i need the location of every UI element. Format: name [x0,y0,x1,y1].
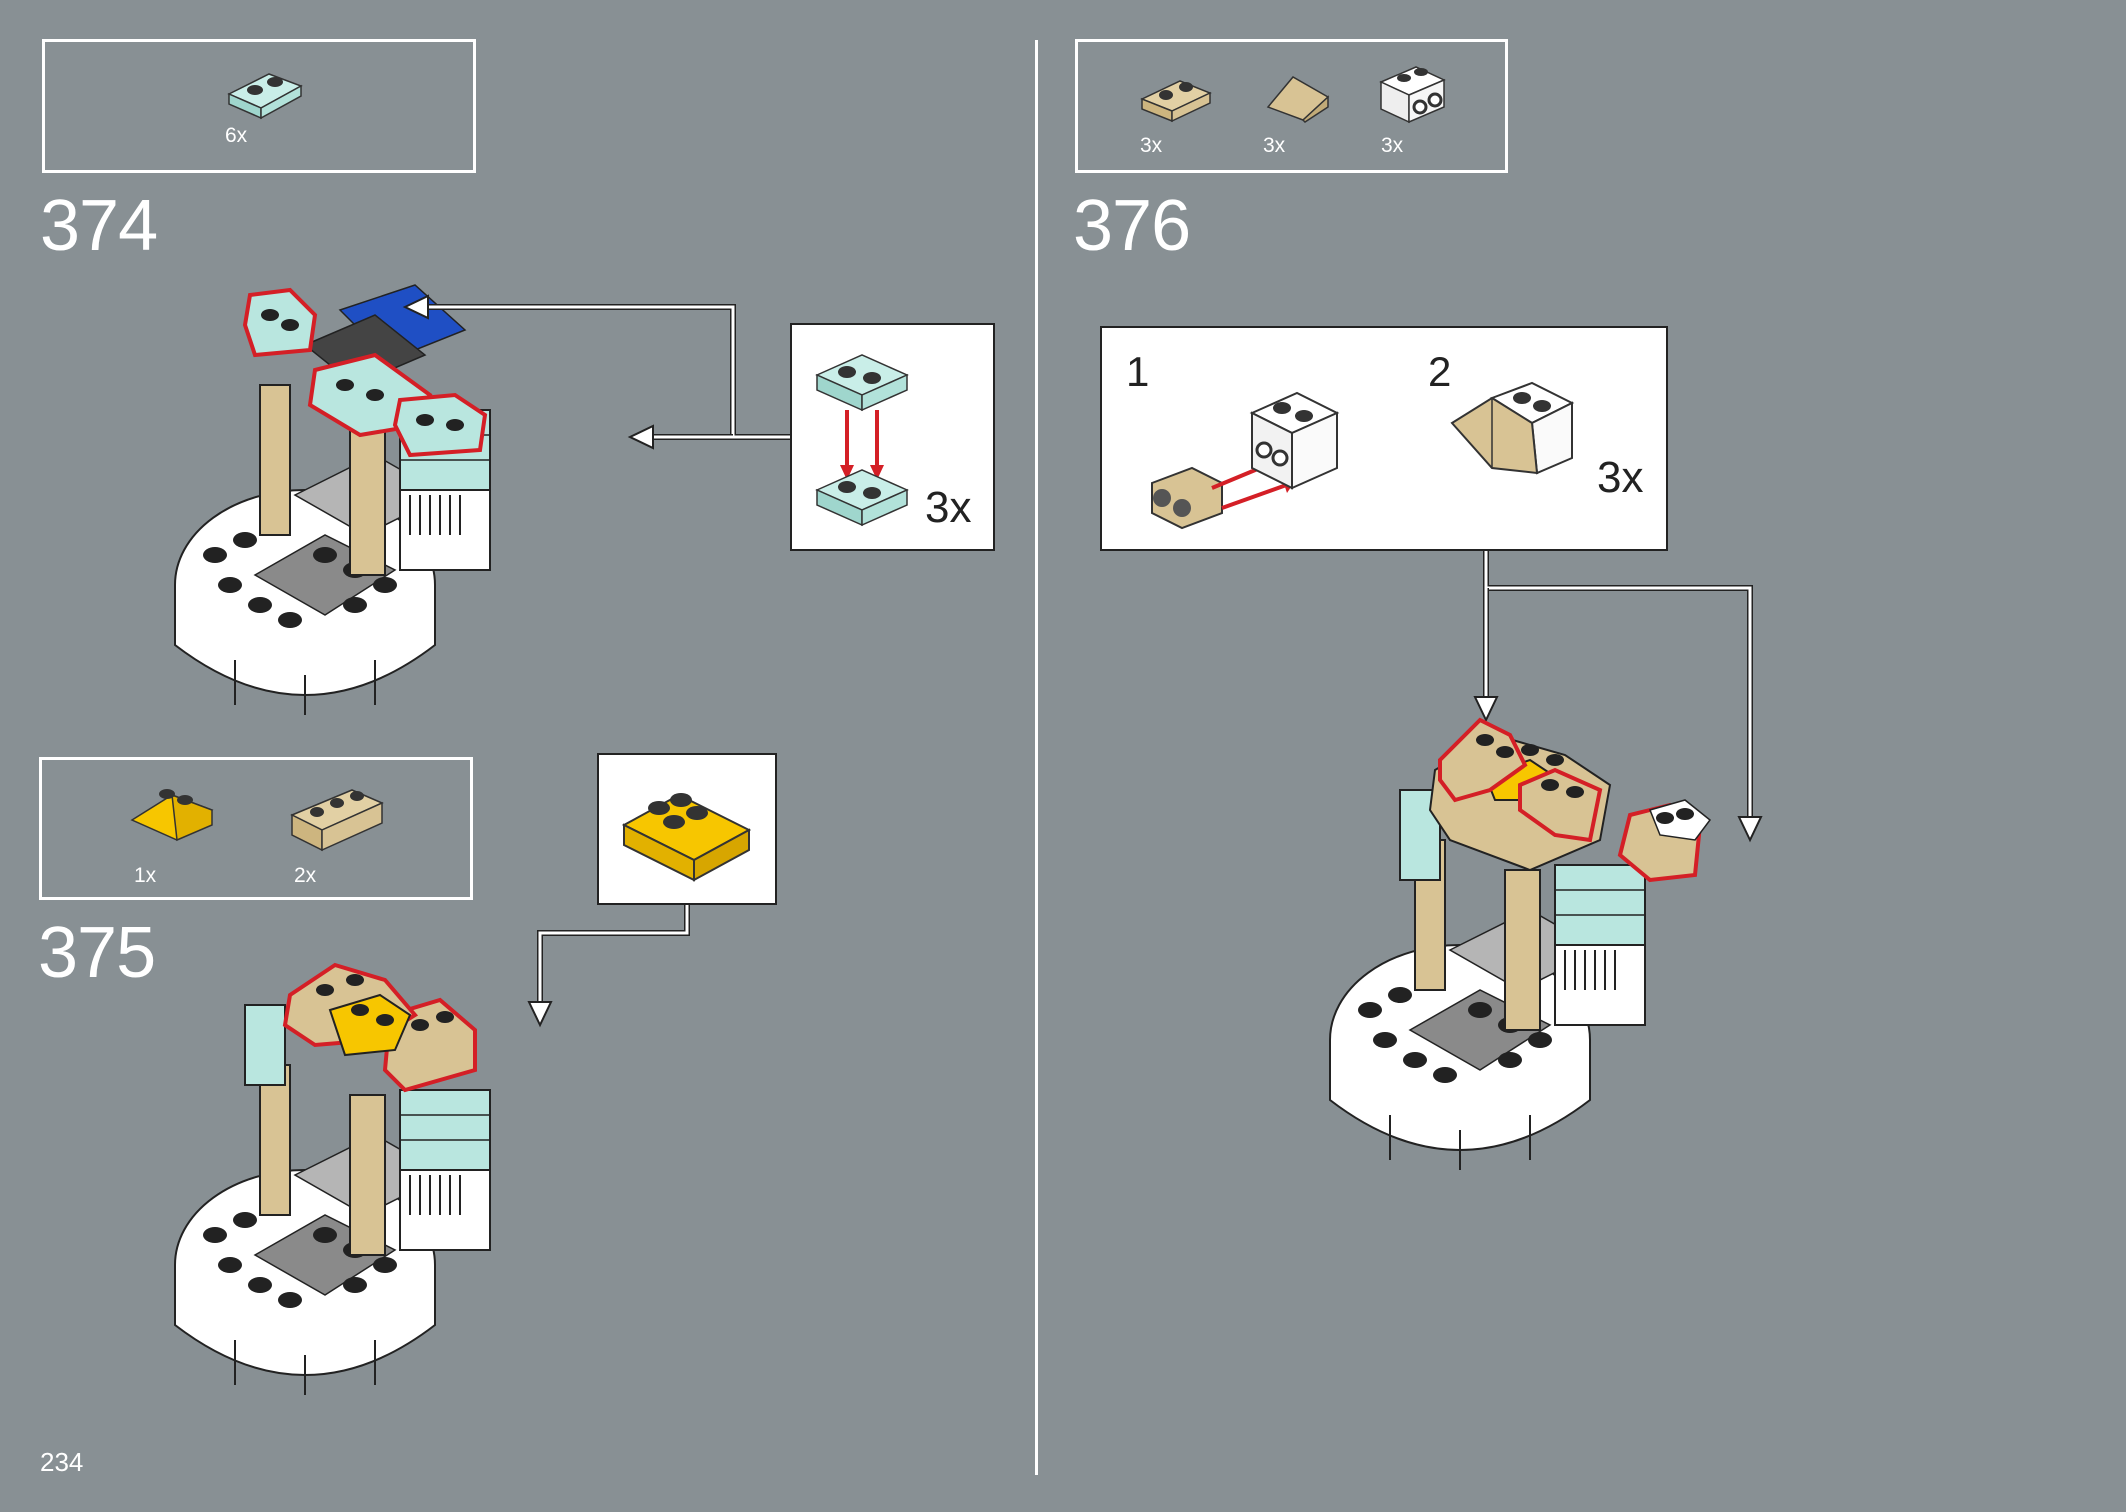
tan-brick-1x3-icon [290,789,384,852]
part-qty: 2x [294,864,317,887]
sub-assembly-callout-376: 1 2 3x [1100,326,1668,551]
trans-light-blue-plate-1x2-icon [227,73,303,120]
part-qty: 3x [1381,134,1404,157]
part-qty: 3x [1140,134,1163,157]
model-illustration-375 [174,962,491,1395]
sub-step-1: 1 [1126,348,1150,395]
yellow-slope-2x2-icon [621,793,752,882]
parts-list-376: 3x 3x 3x [1075,39,1508,173]
tan-plate-1x2-icon [1140,80,1212,123]
tan-slope-icon [1266,76,1330,123]
page-number: 234 [40,1447,84,1477]
model-illustration-376 [1329,717,1712,1170]
attach-plate-to-side-studs-icon [1151,391,1340,530]
sub-step-2: 2 [1428,348,1452,395]
callout-multiplier: 3x [1597,453,1644,502]
model-illustration-374 [174,284,491,715]
white-brick-with-studs-on-side-icon [1379,66,1446,124]
callout-multiplier: 3x [925,483,972,532]
tan-slope-attached-icon [1450,381,1575,475]
step-number-376: 376 [1073,186,1191,266]
parts-list-375: 1x 2x [39,757,473,900]
step-number-375: 375 [38,913,156,993]
sub-assembly-callout-374: 3x [790,323,995,551]
sub-assembly-callout-375 [597,753,777,905]
part-qty: 3x [1263,134,1286,157]
stack-plates-icon [815,354,909,527]
part-qty: 6x [225,124,248,147]
step-number-374: 374 [40,186,158,266]
part-qty: 1x [134,864,157,887]
page-divider [1035,40,1038,1475]
parts-list-374: 6x [42,39,476,173]
yellow-slope-2x2-icon [130,789,214,842]
